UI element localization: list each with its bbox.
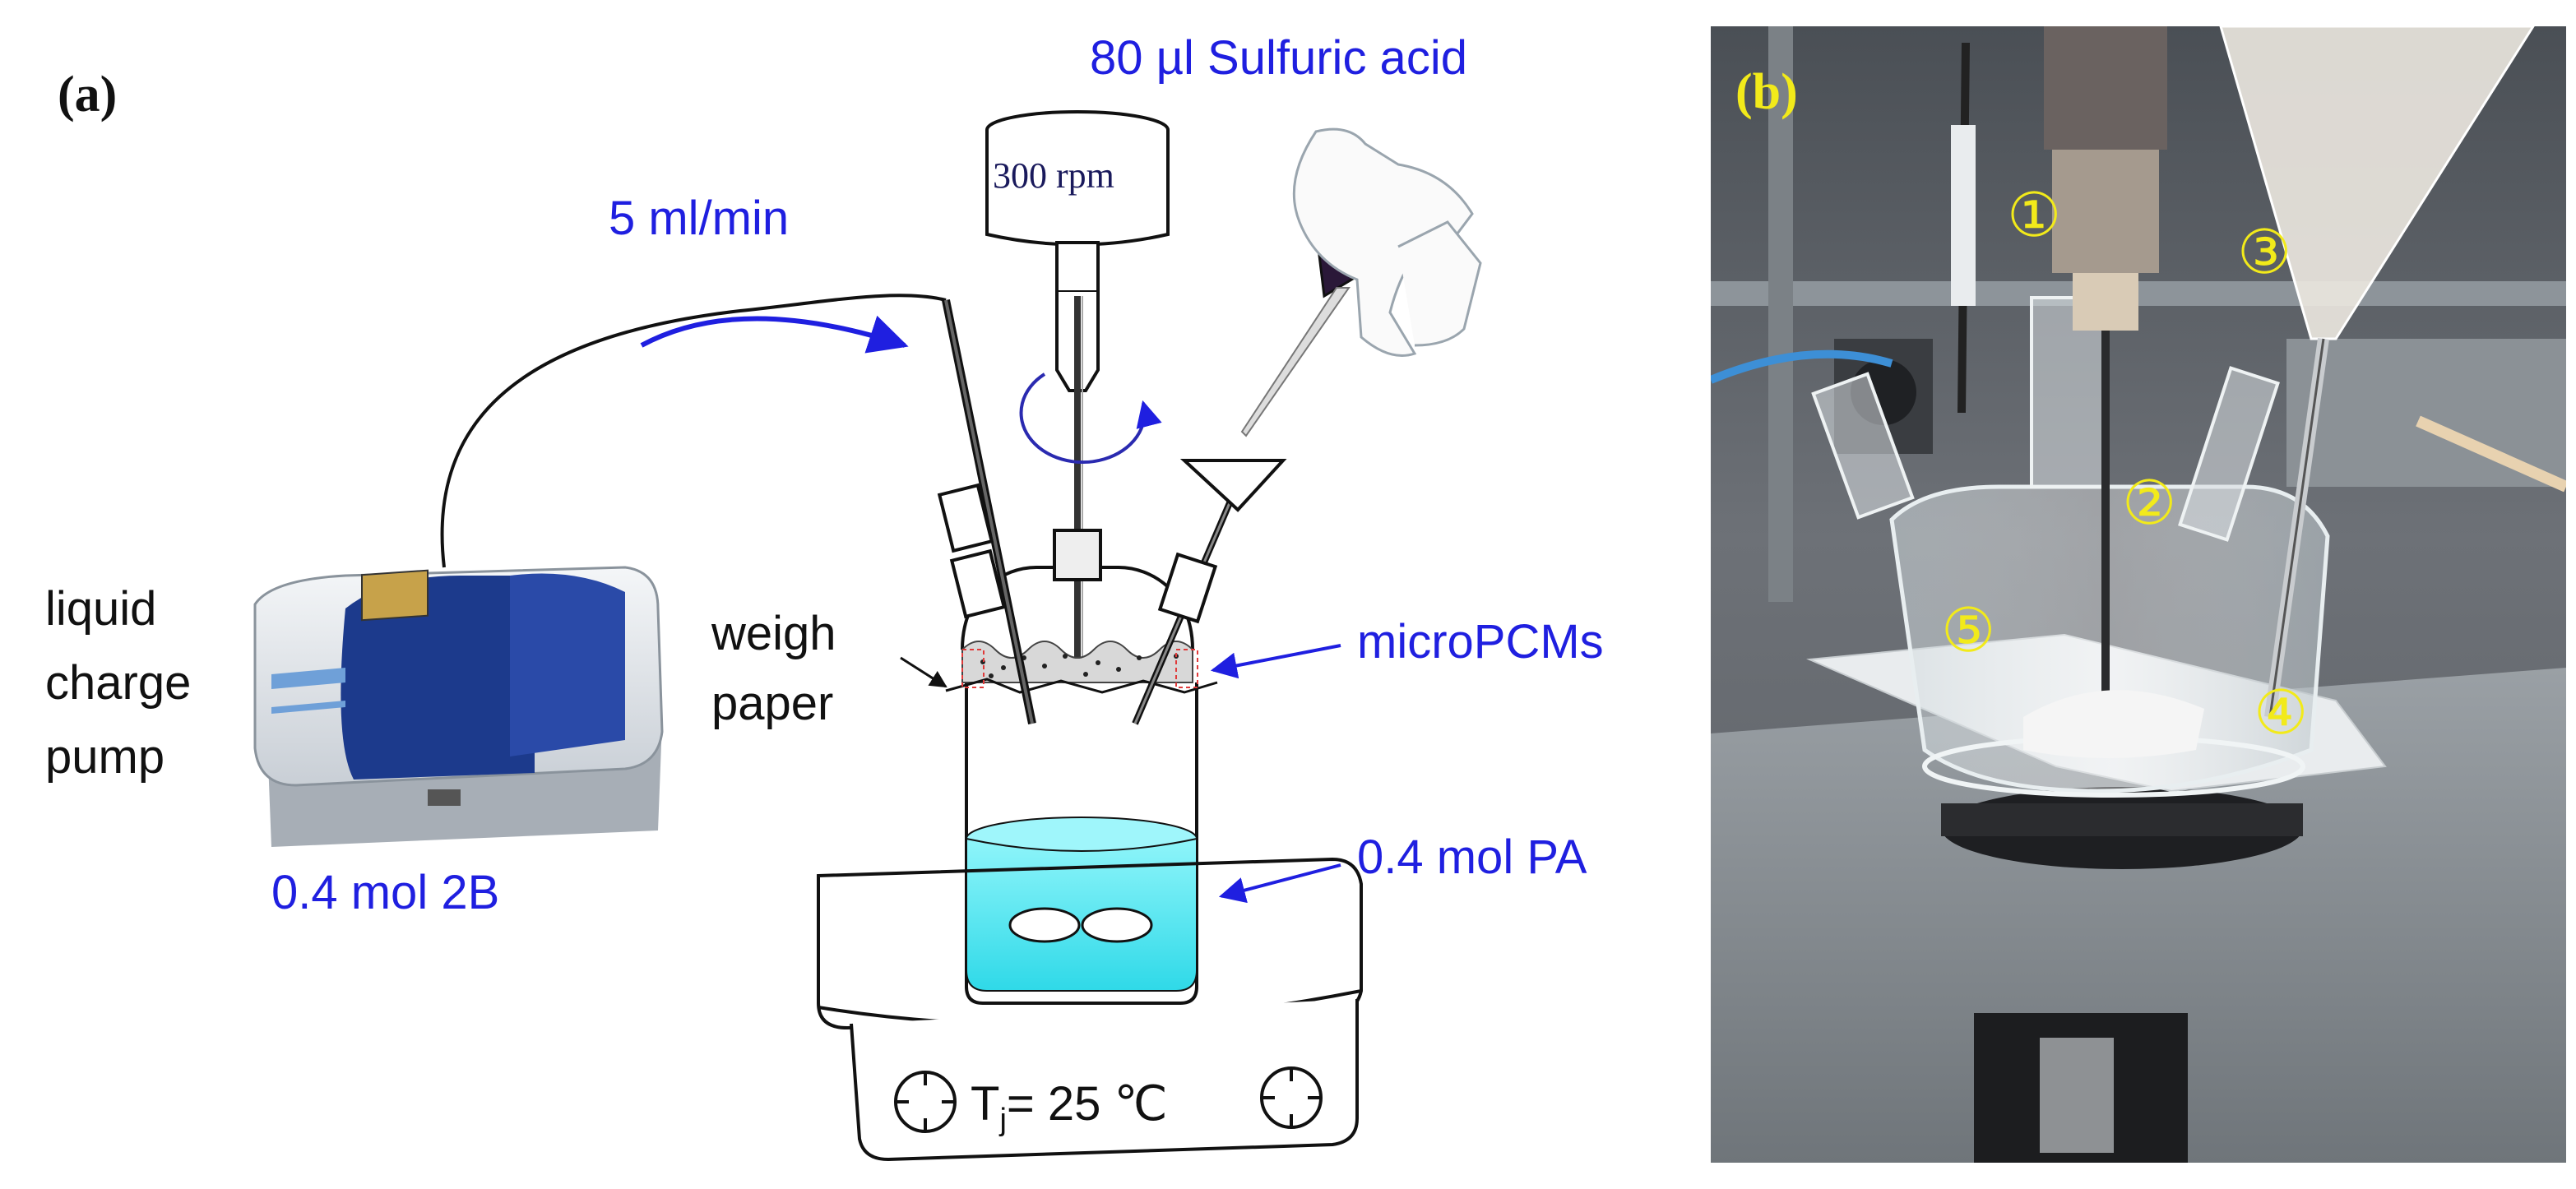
pump-tubing [440,294,947,568]
flask-reagent-arrow [1218,863,1341,904]
panel-label-b: (b) [1735,64,1798,120]
weigh-paper-label-line1: weigh [711,607,836,660]
flask-reagent-label: 0.4 mol PA [1357,830,1587,884]
marker-1: ① [2007,181,2061,249]
pump-label-line3: pump [45,730,164,784]
right-knob-icon [1260,1066,1323,1129]
marker-4: ④ [2254,678,2308,747]
marker-3: ③ [2237,218,2291,286]
left-knob-icon [894,1071,957,1133]
weigh-paper [945,678,1218,694]
weigh-paper-label-line2: paper [711,677,833,730]
micropcms-arrow [1210,644,1341,679]
stirrer-motor [985,110,1170,937]
marker-5: ⑤ [1941,596,1995,664]
pump-label-line2: charge [45,656,191,710]
micropcms-label: microPCMs [1357,615,1604,669]
reactor-vessel [937,299,1287,1005]
stir-speed-label: 300 rpm [993,155,1114,196]
photo-panel-b: (b) ① ② ③ ④ ⑤ [1711,26,2566,1163]
weigh-paper-arrow [900,656,947,688]
temperature-label: Tj= 25 ℃ [971,1077,1168,1137]
panel-label-a: (a) [58,67,117,123]
marker-2: ② [2122,469,2176,537]
pump-reagent-label: 0.4 mol 2B [271,866,499,919]
hot-plate [817,857,1363,1162]
schematic-panel-a: (a) liquid charge pump 0.4 mol 2B 5 ml/m… [45,31,1604,1162]
pipette-hand [1240,127,1482,437]
liquid-charge-pump [253,566,664,847]
funnel-photo [2219,26,2535,340]
pump-label-line1: liquid [45,582,156,636]
rotation-arrow [1019,372,1162,465]
acid-label: 80 µl Sulfuric acid [1090,31,1467,85]
flow-rate-label: 5 ml/min [609,192,789,245]
flow-arrow [640,315,909,354]
